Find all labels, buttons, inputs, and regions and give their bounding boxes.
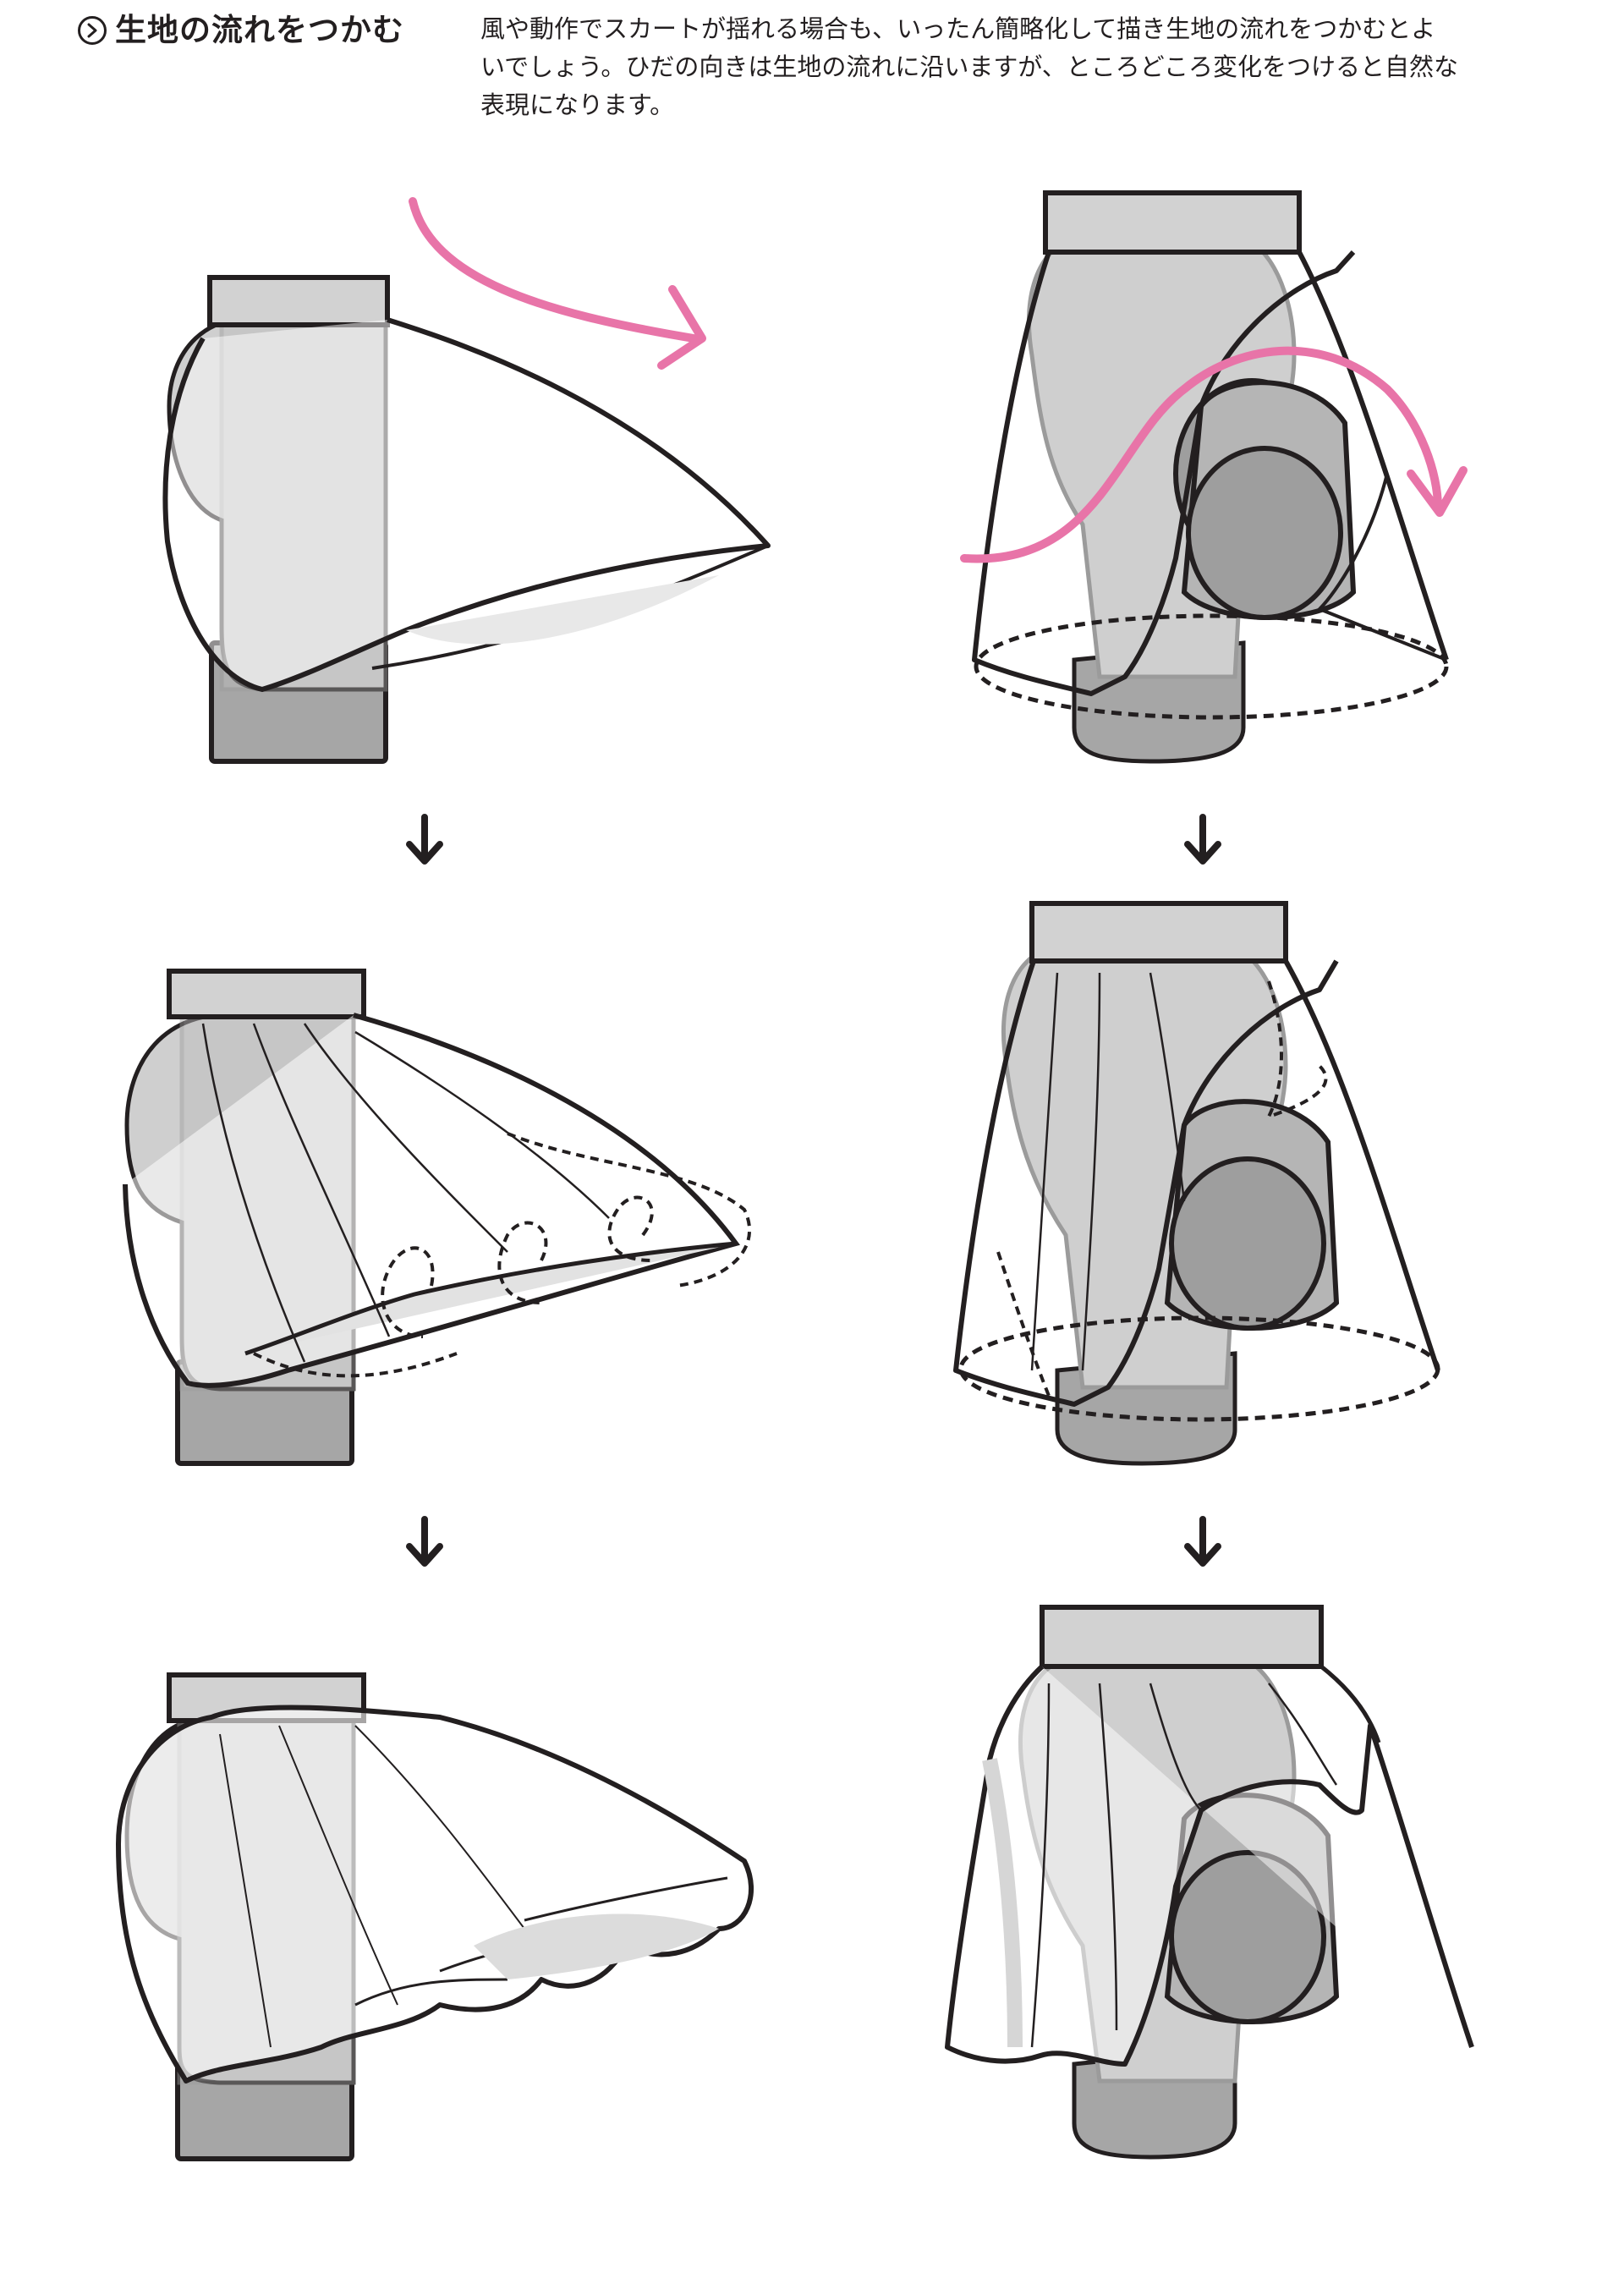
arrow-down-icon xyxy=(399,812,450,871)
arrow-down-icon xyxy=(399,1514,450,1573)
front-view-simplified-illustration xyxy=(812,127,1624,770)
arrow-down-icon xyxy=(1177,1514,1228,1573)
description: 風や動作でスカートが揺れる場合も、いったん簡略化して描き生地の流れをつかむとよ … xyxy=(480,10,1555,124)
arrow-down-icon xyxy=(1177,812,1228,871)
side-view-finished-illustration xyxy=(0,1641,812,2284)
description-line: いでしょう。ひだの向きは生地の流れに沿いますが、ところどころ変化をつけると自然な xyxy=(480,52,1458,81)
section-heading: 生地の流れをつかむ xyxy=(78,10,404,51)
front-view-fold-guides-illustration xyxy=(812,880,1624,1523)
description-line: 表現になります。 xyxy=(480,91,675,119)
circle-chevron-right-icon xyxy=(78,16,107,45)
front-view-finished-illustration xyxy=(812,1590,1624,2233)
description-line: 風や動作でスカートが揺れる場合も、いったん簡略化して描き生地の流れをつかむとよ xyxy=(480,14,1436,43)
heading-title: 生地の流れをつかむ xyxy=(115,12,404,48)
side-view-fold-guides-illustration xyxy=(0,947,812,1590)
side-view-simplified-illustration xyxy=(0,127,812,770)
